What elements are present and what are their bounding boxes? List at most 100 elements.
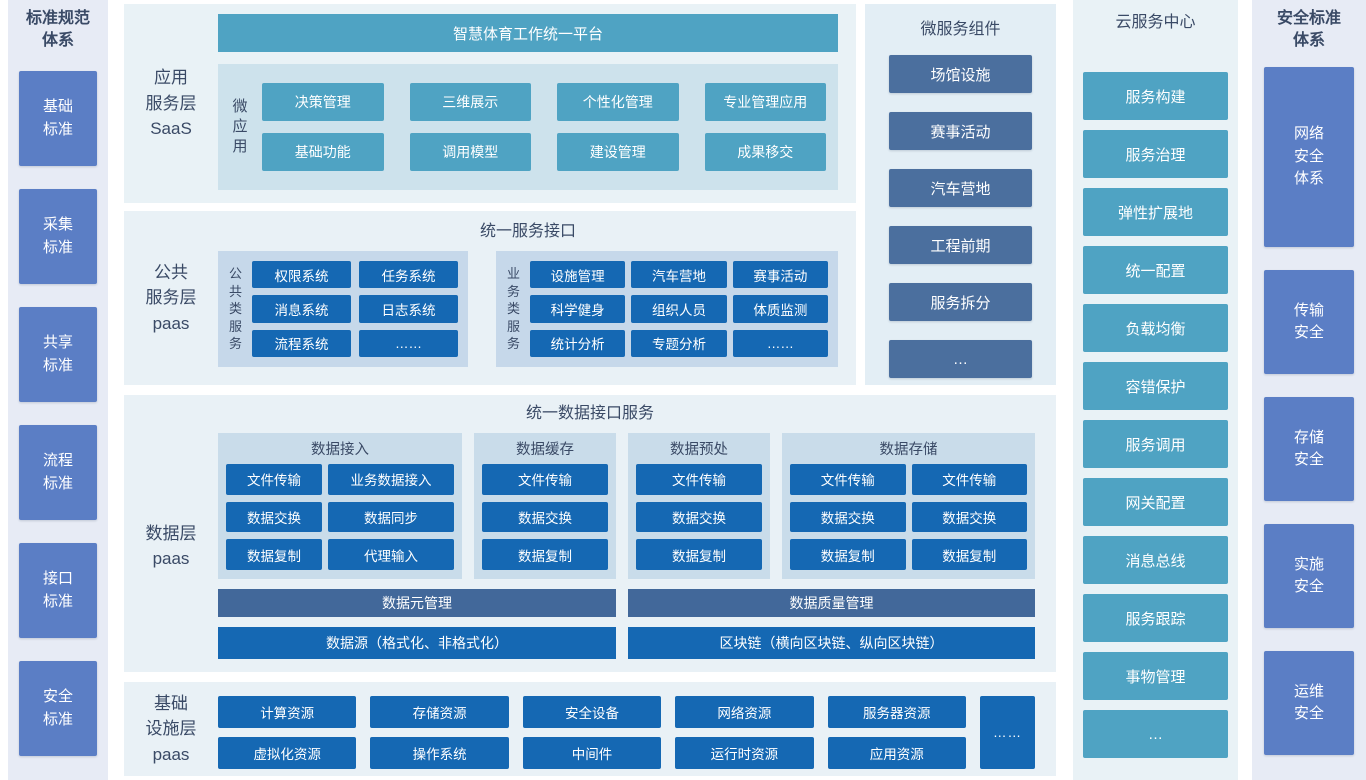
business-service-button[interactable]: 设施管理 <box>530 261 626 289</box>
standards-left-list: 基础 标准采集 标准共享 标准流程 标准接口 标准安全 标准 <box>8 71 108 757</box>
standard-item[interactable]: 安全 标准 <box>19 661 97 757</box>
business-service-button[interactable]: 汽车营地 <box>631 261 727 289</box>
data-preprocess-button[interactable]: 文件传输 <box>636 464 762 495</box>
infrastructure-more-button[interactable]: …… <box>980 696 1035 769</box>
microservice-button[interactable]: 赛事活动 <box>889 112 1032 150</box>
common-service-button[interactable]: 权限系统 <box>252 261 351 289</box>
business-service-button[interactable]: 赛事活动 <box>732 261 828 289</box>
standard-item[interactable]: 共享 标准 <box>19 307 97 403</box>
common-service-button[interactable]: …… <box>359 329 458 357</box>
cloud-service-button[interactable]: 事物管理 <box>1083 652 1228 700</box>
micro-app-button[interactable]: 调用模型 <box>409 133 531 171</box>
common-services-panel: 公共类服务 权限系统任务系统消息系统日志系统流程系统…… <box>218 251 468 367</box>
security-standard-item[interactable]: 存储 安全 <box>1264 397 1354 502</box>
micro-app-button[interactable]: 个性化管理 <box>557 83 679 121</box>
data-source-bar[interactable]: 数据源（格式化、非格式化） <box>218 627 616 659</box>
cloud-service-button[interactable]: … <box>1083 710 1228 758</box>
data-access-button[interactable]: 数据同步 <box>328 501 454 533</box>
infrastructure-button[interactable]: 计算资源 <box>218 696 357 728</box>
security-standard-item[interactable]: 实施 安全 <box>1264 524 1354 629</box>
blockchain-bar[interactable]: 区块链（横向区块链、纵向区块链） <box>628 627 1035 659</box>
data-cache-button[interactable]: 数据复制 <box>482 539 608 570</box>
data-storage-button[interactable]: 数据复制 <box>911 539 1027 570</box>
data-storage-grid: 文件传输文件传输数据交换数据交换数据复制数据复制 <box>790 464 1027 570</box>
data-access-button[interactable]: 业务数据接入 <box>328 464 454 495</box>
security-standard-item[interactable]: 网络 安全 体系 <box>1264 67 1354 248</box>
public-layer-label: 公共 服务层 paas <box>145 262 197 333</box>
standard-item[interactable]: 基础 标准 <box>19 71 97 167</box>
data-quality-management-bar[interactable]: 数据质量管理 <box>628 589 1035 617</box>
standard-item[interactable]: 接口 标准 <box>19 543 97 639</box>
microservice-button[interactable]: 服务拆分 <box>889 283 1032 321</box>
cloud-service-button[interactable]: 负载均衡 <box>1083 304 1228 352</box>
cloud-service-button[interactable]: 服务治理 <box>1083 130 1228 178</box>
standard-item[interactable]: 采集 标准 <box>19 189 97 285</box>
data-access-button[interactable]: 代理输入 <box>328 539 454 570</box>
common-service-button[interactable]: 日志系统 <box>359 295 458 323</box>
data-access-button[interactable]: 数据交换 <box>226 501 322 533</box>
cloud-service-list: 服务构建服务治理弹性扩展地统一配置负载均衡容错保护服务调用网关配置消息总线服务跟… <box>1073 72 1238 758</box>
micro-app-button[interactable]: 专业管理应用 <box>704 83 826 121</box>
cloud-service-button[interactable]: 服务跟踪 <box>1083 594 1228 642</box>
security-standard-item[interactable]: 传输 安全 <box>1264 270 1354 375</box>
cloud-service-button[interactable]: 统一配置 <box>1083 246 1228 294</box>
cloud-service-button[interactable]: 服务构建 <box>1083 72 1228 120</box>
common-service-button[interactable]: 流程系统 <box>252 329 351 357</box>
micro-app-button[interactable]: 三维展示 <box>409 83 531 121</box>
data-storage-button[interactable]: 文件传输 <box>790 464 906 495</box>
microservice-button[interactable]: … <box>889 340 1032 378</box>
micro-app-button[interactable]: 决策管理 <box>262 83 384 121</box>
micro-app-button[interactable]: 基础功能 <box>262 133 384 171</box>
cloud-service-button[interactable]: 消息总线 <box>1083 536 1228 584</box>
cloud-service-button[interactable]: 服务调用 <box>1083 420 1228 468</box>
data-cache-button[interactable]: 数据交换 <box>482 501 608 533</box>
data-storage-button[interactable]: 文件传输 <box>911 464 1027 495</box>
security-standards-list: 网络 安全 体系传输 安全存储 安全实施 安全运维 安全 <box>1252 67 1366 756</box>
cloud-service-button[interactable]: 弹性扩展地 <box>1083 188 1228 236</box>
metadata-management-bar[interactable]: 数据元管理 <box>218 589 616 617</box>
common-service-button[interactable]: 任务系统 <box>359 261 458 289</box>
cloud-service-button[interactable]: 容错保护 <box>1083 362 1228 410</box>
microservice-button[interactable]: 工程前期 <box>889 226 1032 264</box>
infrastructure-button[interactable]: 运行时资源 <box>675 737 814 769</box>
micro-app-button[interactable]: 建设管理 <box>557 133 679 171</box>
infrastructure-layer-panel: 基础 设施层 paas 计算资源存储资源安全设备网络资源服务器资源虚拟化资源操作… <box>124 682 1056 776</box>
data-storage-button[interactable]: 数据交换 <box>911 501 1027 533</box>
business-services-panel: 业务类服务 设施管理汽车营地赛事活动科学健身组织人员体质监测统计分析专题分析…… <box>496 251 838 367</box>
micro-app-button[interactable]: 成果移交 <box>704 133 826 171</box>
business-service-button[interactable]: 专题分析 <box>631 329 727 357</box>
data-access-group: 数据接入 文件传输业务数据接入数据交换数据同步数据复制代理输入 <box>218 433 462 579</box>
microservice-button[interactable]: 场馆设施 <box>889 55 1032 93</box>
infrastructure-button[interactable]: 中间件 <box>522 737 662 769</box>
data-preprocess-button[interactable]: 数据复制 <box>636 539 762 570</box>
data-cache-button[interactable]: 文件传输 <box>482 464 608 495</box>
infrastructure-button[interactable]: 存储资源 <box>370 696 509 728</box>
business-service-button[interactable]: 科学健身 <box>530 295 626 323</box>
business-service-button[interactable]: 体质监测 <box>732 295 828 323</box>
infrastructure-button[interactable]: 安全设备 <box>522 696 662 728</box>
business-service-button[interactable]: 组织人员 <box>631 295 727 323</box>
common-service-button[interactable]: 消息系统 <box>252 295 351 323</box>
data-storage-button[interactable]: 数据复制 <box>790 539 906 570</box>
cloud-service-button[interactable]: 网关配置 <box>1083 478 1228 526</box>
microservices-panel: 微服务组件 场馆设施赛事活动汽车营地工程前期服务拆分… <box>865 4 1056 385</box>
security-standard-item[interactable]: 运维 安全 <box>1264 651 1354 756</box>
infrastructure-button[interactable]: 操作系统 <box>370 737 509 769</box>
saas-layer-panel: 应用 服务层 SaaS 智慧体育工作统一平台 微应用 决策管理三维展示个性化管理… <box>124 4 856 203</box>
cloud-service-panel: 云服务中心 服务构建服务治理弹性扩展地统一配置负载均衡容错保护服务调用网关配置消… <box>1073 0 1238 780</box>
infrastructure-button[interactable]: 虚拟化资源 <box>218 737 357 769</box>
business-service-button[interactable]: 统计分析 <box>530 329 626 357</box>
data-preprocess-button[interactable]: 数据交换 <box>636 501 762 533</box>
infrastructure-button[interactable]: 应用资源 <box>827 737 966 769</box>
platform-header-bar: 智慧体育工作统一平台 <box>218 14 838 52</box>
infrastructure-button[interactable]: 网络资源 <box>675 696 814 728</box>
data-storage-button[interactable]: 数据交换 <box>790 501 906 533</box>
infrastructure-button[interactable]: 服务器资源 <box>827 696 966 728</box>
microservice-button[interactable]: 汽车营地 <box>889 169 1032 207</box>
data-access-button[interactable]: 数据复制 <box>226 539 322 570</box>
data-access-button[interactable]: 文件传输 <box>226 464 322 495</box>
security-standards-title: 安全标准 体系 <box>1276 10 1341 49</box>
business-service-button[interactable]: …… <box>732 329 828 357</box>
standard-item[interactable]: 流程 标准 <box>19 425 97 521</box>
